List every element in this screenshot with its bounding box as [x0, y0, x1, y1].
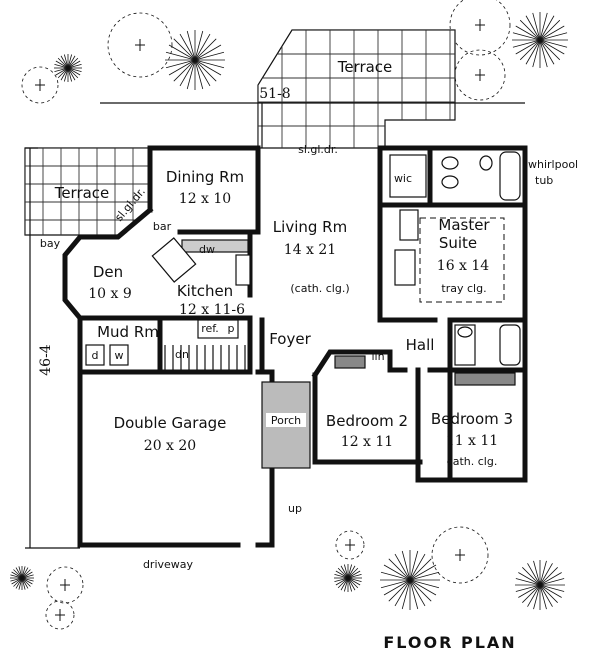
garage-label: Double Garage: [114, 414, 227, 432]
living-note: (cath. clg.): [290, 282, 349, 295]
tree-icon: [334, 564, 362, 592]
bedroom3-note: cath. clg.: [447, 455, 498, 468]
dimension-lines: [25, 102, 525, 549]
bedroom3-label: Bedroom 3: [431, 410, 513, 428]
tree-icon: [54, 54, 82, 82]
porch-label-bg: [266, 413, 306, 427]
mud-room-label: Mud Rm: [97, 323, 159, 341]
kitchen-size: 12 x 11-6: [179, 302, 245, 318]
tree-icon: [107, 12, 173, 78]
living-label: Living Rm: [273, 218, 347, 236]
tree-icon: [515, 560, 565, 610]
tree-icon: [335, 530, 365, 560]
tree-icon: [165, 30, 225, 90]
linen-label: lin: [371, 350, 384, 363]
slider-top-label: sl.gl.dr.: [298, 143, 338, 156]
ref-label: ref.: [201, 322, 219, 335]
tray-ceiling-outline: [419, 217, 505, 303]
bar-label: bar: [153, 220, 172, 233]
kitchen-label: Kitchen: [177, 282, 233, 300]
floor-plan-title: FLOOR PLAN: [383, 633, 516, 652]
den-size: 10 x 9: [88, 286, 132, 302]
bay-label: bay: [40, 237, 61, 250]
stairs-dn-label: dn: [175, 348, 189, 361]
master-note: tray clg.: [441, 282, 486, 295]
living-size: 14 x 21: [284, 242, 336, 258]
width-dimension: 51-8: [259, 86, 290, 102]
dw-label: dw: [199, 243, 215, 256]
hall-label: Hall: [406, 336, 435, 354]
washer-label: w: [115, 349, 124, 362]
walls: [62, 145, 528, 548]
tree-icon: [21, 66, 59, 104]
tree-icon: [449, 0, 511, 56]
terrace-top-label: Terrace: [337, 58, 393, 76]
up-label: up: [288, 502, 302, 515]
depth-dimension: 46-4: [38, 344, 54, 376]
driveway-label: driveway: [143, 558, 194, 571]
tree-icon: [46, 566, 84, 604]
bedroom2-label: Bedroom 2: [326, 412, 408, 430]
pantry-label: p: [228, 322, 235, 335]
tub-label: tub: [535, 174, 553, 187]
bedroom2-size: 12 x 11: [341, 434, 393, 450]
master-size: 16 x 14: [437, 258, 490, 274]
tree-icon: [431, 526, 489, 584]
terrace-left-label: Terrace: [54, 184, 110, 202]
wic-label: wic: [394, 172, 412, 185]
master-label: Master: [438, 216, 490, 234]
dining-size: 12 x 10: [179, 191, 231, 207]
garage-size: 20 x 20: [144, 438, 196, 454]
foyer-label: Foyer: [269, 330, 311, 348]
dining-label: Dining Rm: [166, 168, 244, 186]
tree-icon: [512, 12, 568, 68]
whirlpool-label: whirlpool: [528, 158, 578, 171]
landscaping-trees: [10, 0, 568, 630]
bedroom3-size: 11 x 11: [446, 433, 498, 449]
master-label-2: Suite: [439, 234, 477, 252]
dryer-label: d: [92, 349, 99, 362]
terrace-left: [24, 147, 151, 236]
porch-label: Porch: [271, 414, 301, 427]
tree-icon: [45, 600, 75, 630]
den-label: Den: [93, 263, 123, 281]
tree-icon: [454, 49, 506, 101]
tree-icon: [380, 550, 440, 610]
tree-icon: [10, 566, 34, 590]
